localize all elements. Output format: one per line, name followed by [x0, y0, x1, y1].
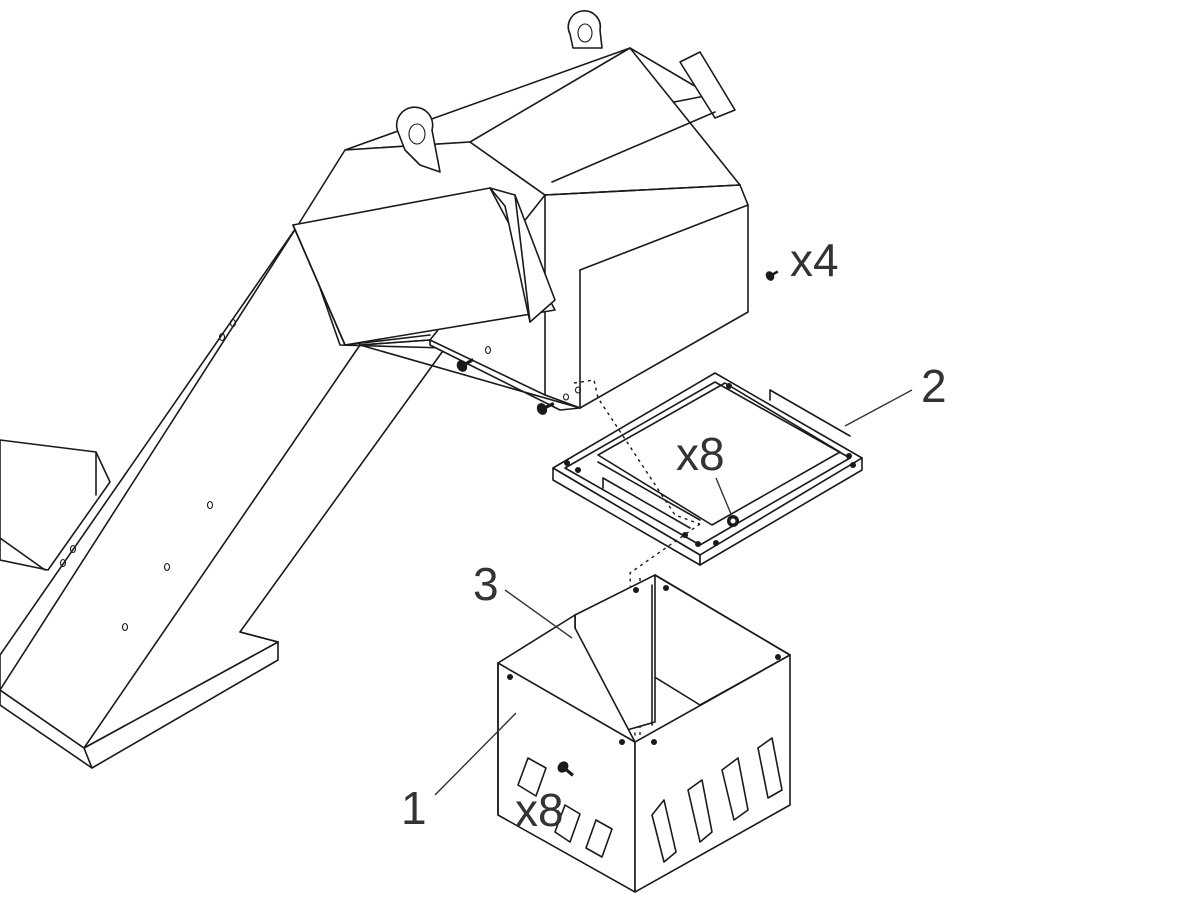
screw-icon: [765, 270, 779, 281]
box-holes: [507, 585, 781, 745]
callout-3-leader: [504, 589, 573, 639]
box-vent-slots: [651, 737, 783, 863]
screw-icon: [456, 358, 475, 372]
lifting-eye-icon: [395, 106, 441, 173]
electrical-box: [497, 574, 791, 893]
lifting-eye-icon: [567, 10, 603, 49]
box-screw-quantity: x8: [515, 784, 564, 836]
tray-holes: [564, 383, 856, 547]
conveyor-side-flange: [0, 439, 111, 571]
tray-screw-quantity: x8: [676, 428, 725, 480]
callout-2-leader: [844, 389, 913, 427]
callout-1: 1: [401, 782, 427, 834]
motor-housing: [292, 10, 749, 411]
box-vent-slots: [517, 757, 613, 858]
tray-inner-panel: [597, 382, 841, 526]
mounting-tray: [552, 372, 863, 566]
box-right-face: [634, 654, 791, 893]
callout-2: 2: [921, 360, 947, 412]
conveyor-rivets: [59, 318, 492, 632]
screw-icon: [536, 402, 555, 415]
callout-1-leader: [434, 712, 517, 796]
motor-screw-quantity: x4: [790, 234, 839, 286]
screw-icon: [727, 515, 739, 527]
callout-3: 3: [473, 558, 499, 610]
screw-icon: [557, 761, 574, 777]
